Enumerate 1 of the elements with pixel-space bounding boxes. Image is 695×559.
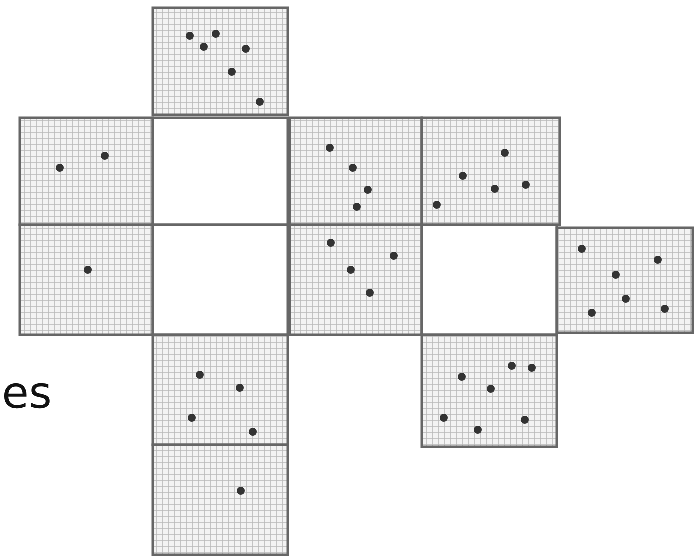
- heading-fragment: es: [2, 368, 52, 421]
